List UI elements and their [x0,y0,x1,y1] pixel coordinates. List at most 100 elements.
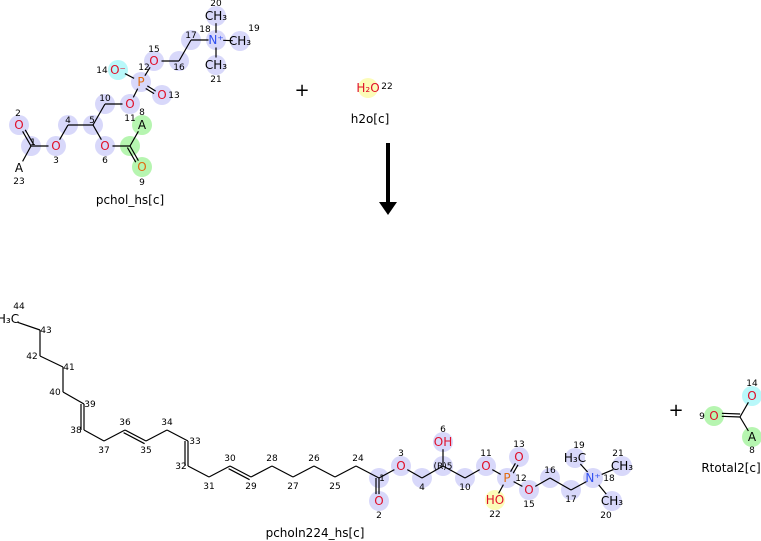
atom-number: 17 [185,31,196,41]
bond [83,429,105,442]
atom-highlight [704,406,724,426]
atom-number: 8 [749,446,755,456]
atom-label: N⁺ [585,471,600,485]
atom-highlight [206,55,226,75]
plus-sign: + [668,400,683,421]
atom-label: O [125,97,134,111]
atom-label: CH₃ [611,459,633,473]
atom-label: O [14,118,23,132]
atom-number: 19 [573,441,585,451]
atom-label: CH₃ [205,58,227,72]
bond [570,481,587,491]
atom-label: P [137,75,144,89]
atom-number: 43 [40,326,51,336]
atom-label: O [149,54,158,68]
atom-highlight [358,78,378,98]
atom-number: 12 [138,63,149,73]
atom-label: HO [486,493,504,507]
bond [271,465,294,478]
atom-number: 29 [245,482,257,492]
bond [549,477,572,491]
bond [126,147,137,163]
atom-number: 13 [168,91,179,101]
atom-number: 42 [26,352,37,362]
atom-number: 2 [15,109,21,119]
atom-highlight [206,30,226,50]
bond [24,129,35,145]
atom-number: 27 [287,482,298,492]
atom-number: 18 [199,25,211,35]
atom-highlight [206,6,226,26]
atom-number: 34 [161,418,173,428]
bond [535,477,551,487]
bond [144,66,151,77]
atom-label: O [137,160,146,174]
atom-number: 41 [63,363,74,373]
atom-highlight [152,85,172,105]
atom-number: 16 [173,63,185,73]
molecule-pcholn224: H₃C4443424140393837363534333231302928272… [0,302,633,540]
atom-number: 9 [139,178,145,188]
bond [22,145,32,162]
bond [145,87,155,95]
atom-number: 38 [70,426,82,436]
bond [355,465,380,479]
bond [146,85,157,92]
atom-highlight [509,447,529,467]
bond [132,88,139,98]
atom-highlight [131,72,151,92]
atom-number: 17 [565,495,576,505]
atom-highlight [602,491,622,511]
atom-number: 3 [53,156,59,166]
atom-label: H₃C [564,451,586,465]
bond [124,429,147,442]
bond [442,465,466,479]
atom-number: 4 [419,483,425,493]
bond [92,103,106,126]
bond [187,465,210,478]
atom-label: O [374,494,383,508]
atom-label: O⁻ [110,63,126,77]
atom-number: 23 [13,177,24,187]
bond [721,412,741,415]
atom-highlight [120,94,140,114]
atom-label: O [481,459,490,473]
molecule-name: pchol_hs[c] [96,193,164,207]
bond [208,465,231,478]
bond [739,416,749,432]
bond [721,415,741,418]
bond [62,391,85,405]
bond [250,465,273,478]
atom-label: H₂O [356,81,379,95]
atom-number: 32 [175,462,186,472]
bond [228,468,250,481]
atom-number: 20 [210,0,222,9]
bond [598,484,607,495]
atom-number: 11 [480,449,491,459]
bond [739,402,749,418]
bond [145,429,168,442]
atom-highlight [742,427,761,447]
atom-number: 24 [352,454,364,464]
atom-highlight [519,480,539,500]
atom-label: CH₃ [601,494,623,508]
atom-number: 22 [489,510,500,520]
bond [510,463,516,472]
plus-sign: + [294,80,309,101]
bond [124,73,135,79]
atom-number: 1 [379,474,385,484]
atom-number: 1 [30,138,36,148]
atom-label: O [157,88,166,102]
atom-number: 12 [515,474,526,484]
atom-label: O [709,409,718,423]
atom-number: 19 [248,24,260,34]
atom-number: 14 [96,66,108,76]
molecule-name: h2o[c] [351,112,390,126]
atom-number: 2 [376,511,382,521]
atom-label: A [748,430,757,444]
atom-number: 37 [98,446,109,456]
atom-number: 25 [329,482,340,492]
atom-highlight [132,157,152,177]
atom-number: 35 [140,446,151,456]
